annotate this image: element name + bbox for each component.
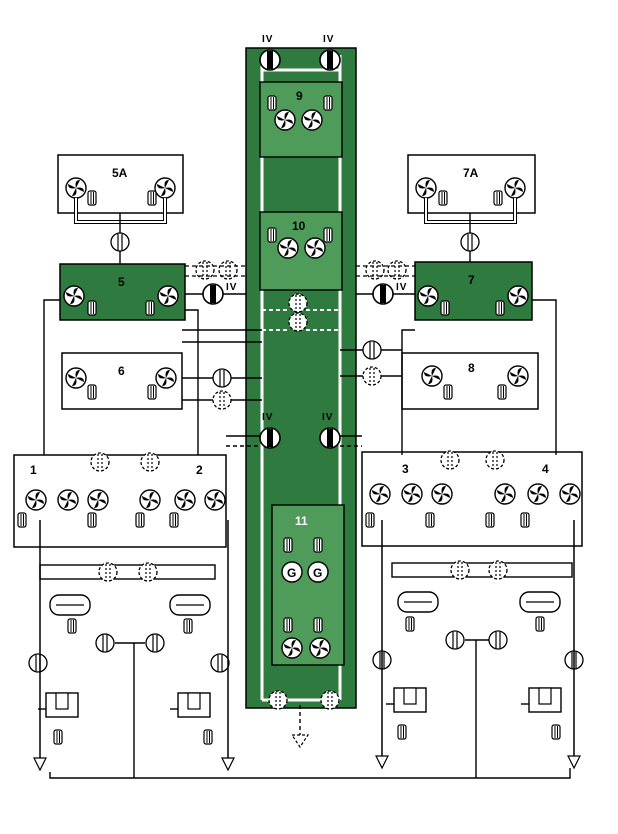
compartment-5a-label: 5A (112, 166, 128, 180)
compartment-5a: 5A (57, 154, 184, 224)
compartment-7a: 7A (407, 154, 536, 224)
valve-8-a (362, 340, 382, 360)
generator-label-left: G (287, 566, 296, 580)
iv-valve-mid-right: IV (319, 412, 341, 449)
iv-label: IV (226, 282, 237, 293)
valve-8-b (362, 366, 382, 386)
right-lower-plumbing (372, 520, 584, 770)
generator-label-right: G (313, 566, 322, 580)
compartment-3-label: 3 (402, 462, 409, 476)
compartment-8-label: 8 (468, 361, 475, 375)
iv-label: IV (262, 412, 273, 423)
compartment-8: 8 (401, 352, 539, 410)
compartment-5: 5 (59, 263, 186, 321)
valve-7-dashed-b (387, 260, 407, 280)
iv-label: IV (262, 34, 273, 45)
compartment-5-label: 5 (118, 275, 125, 289)
compartment-3-4: 3 4 (361, 450, 583, 547)
pipework (43, 213, 571, 779)
compartment-4-label: 4 (542, 462, 549, 476)
compartment-9-label: 9 (296, 89, 303, 103)
compartment-6-label: 6 (118, 364, 125, 378)
left-lower-plumbing (28, 520, 235, 772)
compartment-10: 10 (259, 211, 343, 291)
iv-label: IV (396, 282, 407, 293)
valve-5a-5 (110, 232, 130, 252)
compartment-2-label: 2 (196, 463, 203, 477)
iv-valve-top-right: IV (319, 34, 341, 71)
valve-5-dashed-a (195, 260, 215, 280)
compartment-11: 11 G G (271, 504, 345, 666)
valve-6-a (212, 368, 232, 388)
valve-6-b (212, 390, 232, 410)
compartment-7-label: 7 (468, 273, 475, 287)
compartment-9: 9 (259, 81, 343, 158)
compartment-10-label: 10 (292, 219, 306, 233)
iv-label: IV (322, 412, 333, 423)
iv-label: IV (323, 34, 334, 45)
valve-7a-7 (460, 232, 480, 252)
compartment-1-2: 1 2 (13, 452, 227, 548)
iv-valve-5: IV (185, 282, 246, 305)
crossover-10 (262, 293, 340, 332)
iv-valve-top-left: IV (259, 34, 281, 71)
compartment-1-label: 1 (30, 463, 37, 477)
compartment-11-label: 11 (295, 514, 308, 528)
compartment-7: 7 (414, 261, 533, 321)
bottom-outlet (268, 690, 340, 749)
compartment-7a-label: 7A (463, 166, 479, 180)
iv-valve-7: IV (356, 282, 415, 305)
iv-valve-mid-left: IV (259, 412, 281, 449)
compartment-6: 6 (61, 352, 183, 410)
valve-7-dashed-a (365, 260, 385, 280)
